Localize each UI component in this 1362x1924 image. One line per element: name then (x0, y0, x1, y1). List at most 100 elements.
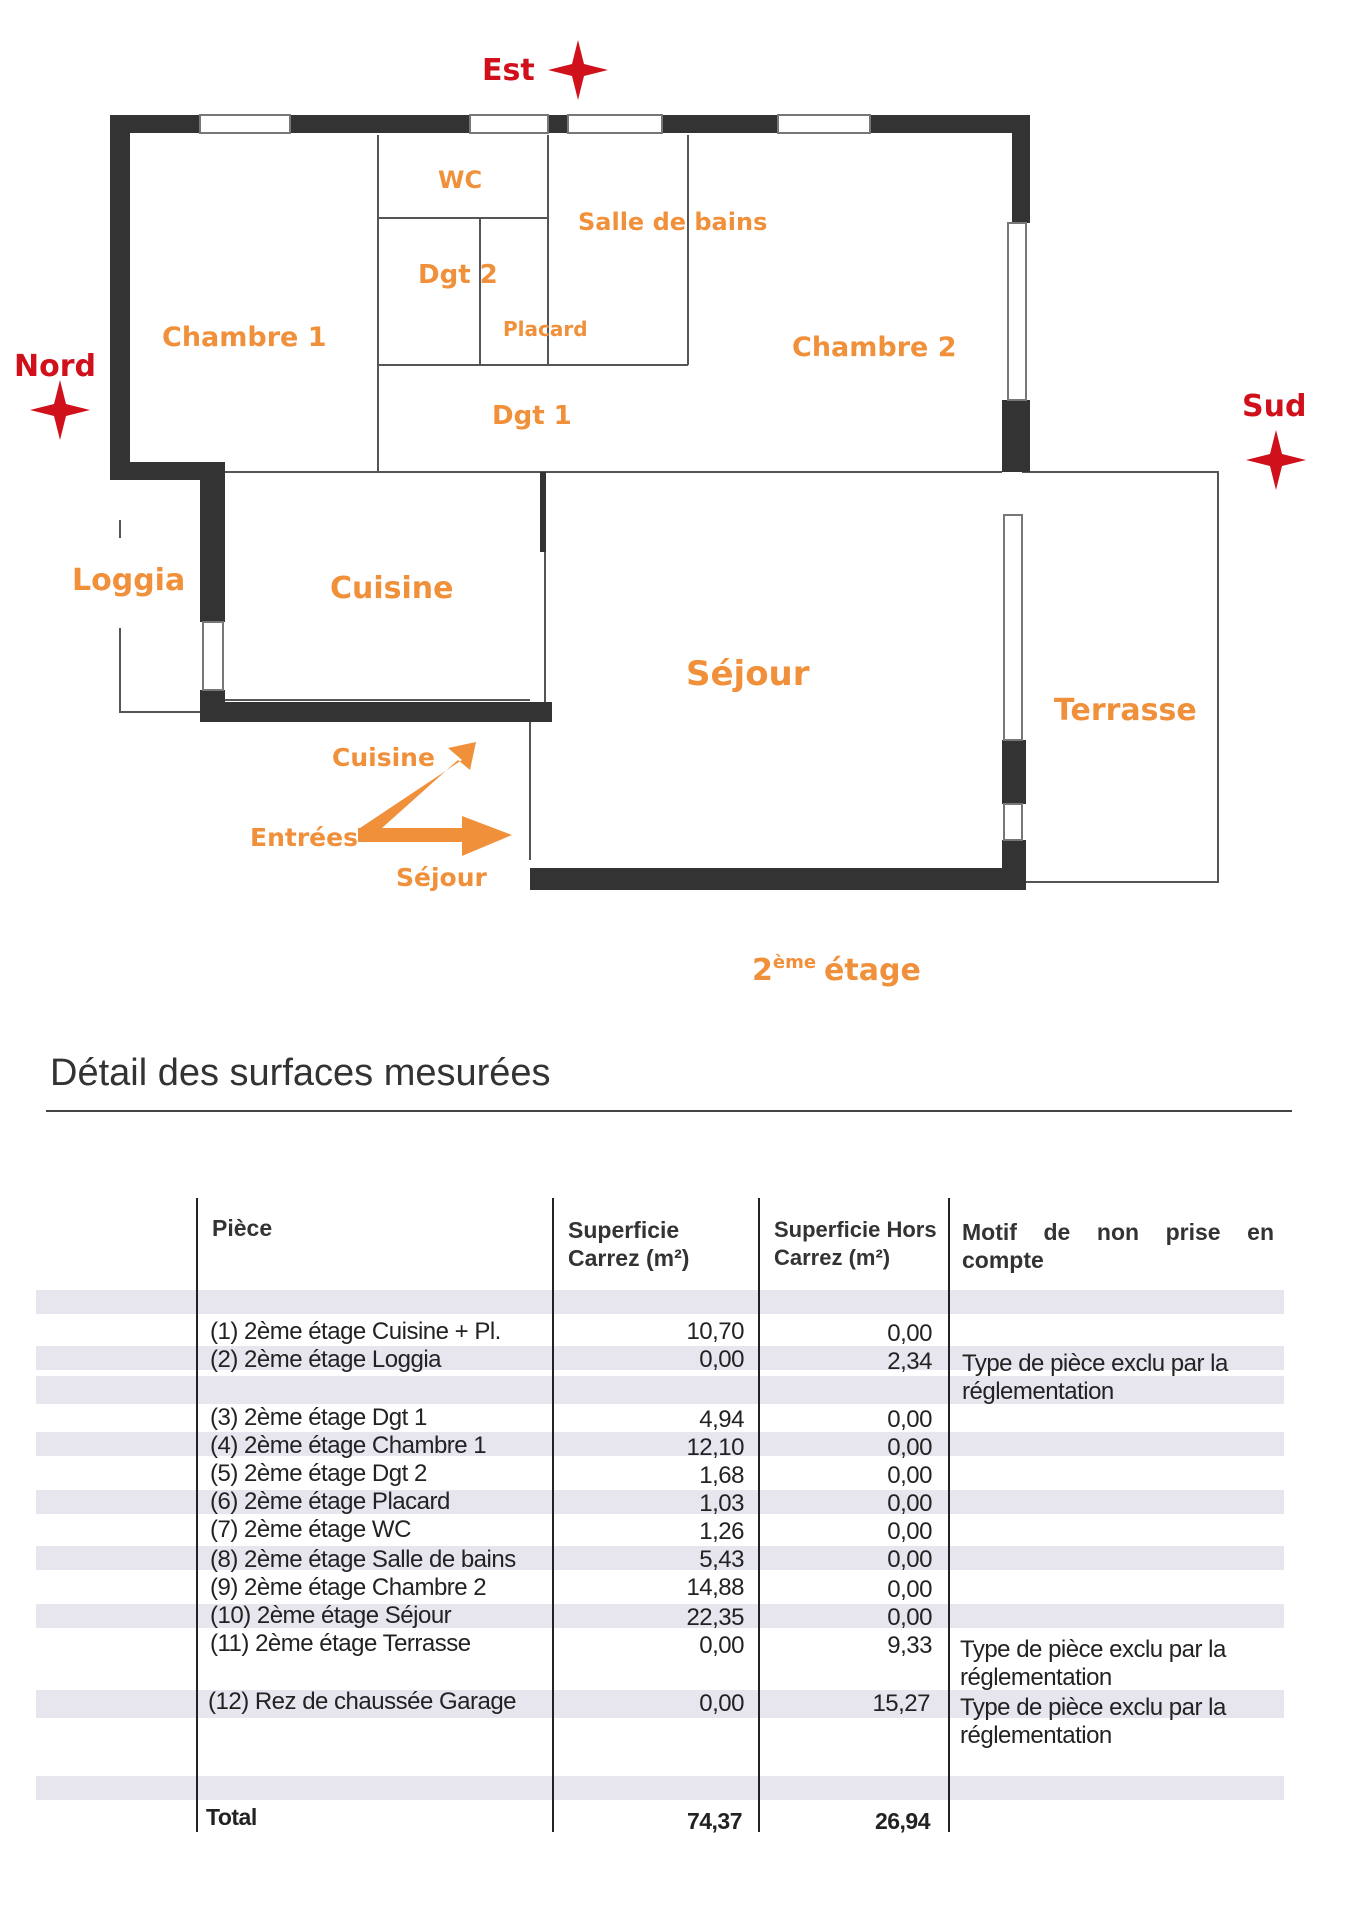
table-stripe (36, 1290, 1284, 1314)
room-salle-de-bains: Salle de bains (578, 208, 767, 236)
cell-hors: 0,00 (887, 1546, 932, 1573)
cell-hors: 0,00 (887, 1406, 932, 1433)
cell-hors: 0,00 (887, 1434, 932, 1461)
cell-carrez: 22,35 (686, 1604, 744, 1631)
room-loggia: Loggia (72, 563, 185, 598)
table-stripe (36, 1490, 1284, 1514)
cell-hors: 0,00 (887, 1462, 932, 1489)
header-piece: Pièce (212, 1215, 273, 1241)
floor-plan: Est Nord Sud WC Salle de bains Dgt 2 Pla… (14, 40, 1306, 988)
room-chambre2: Chambre 2 (792, 332, 957, 363)
compass-nord-icon (30, 380, 90, 440)
table-stripe (36, 1546, 1284, 1570)
cell-piece: (6) 2ème étage Placard (210, 1488, 450, 1515)
cell-carrez: 0,00 (699, 1346, 744, 1373)
entrance-cuisine-label: Cuisine (332, 743, 435, 772)
header-hors-carrez-line1: Superficie Hors (774, 1217, 937, 1242)
header-hors-carrez: Superficie Hors Carrez (m²) (774, 1216, 937, 1272)
section-title: Détail des surfaces mesurées (50, 1052, 551, 1094)
entrance-sejour-label: Séjour (396, 863, 488, 892)
cell-piece: (5) 2ème étage Dgt 2 (210, 1460, 427, 1487)
compass-sud-label: Sud (1242, 389, 1306, 424)
header-motif-line1: Motif de non prise en (962, 1219, 1274, 1245)
cell-motif-line1: Type de pièce exclu par la (960, 1636, 1226, 1663)
header-carrez: Superficie Carrez (m²) (568, 1216, 689, 1272)
cell-carrez: 12,10 (686, 1434, 744, 1461)
header-carrez-line1: Superficie (568, 1217, 680, 1243)
cell-motif-line1: Type de pièce exclu par la (962, 1350, 1228, 1377)
plan-thick-walls (110, 115, 1030, 890)
room-dgt1: Dgt 1 (492, 401, 572, 431)
cell-hors: 0,00 (887, 1518, 932, 1545)
table-column-line (948, 1198, 950, 1832)
cell-carrez: 1,26 (699, 1518, 744, 1545)
cell-carrez: 0,00 (699, 1632, 744, 1659)
table-stripe (36, 1690, 1284, 1718)
room-cuisine: Cuisine (330, 571, 454, 606)
total-carrez: 74,37 (686, 1808, 743, 1834)
cell-piece: (10) 2ème étage Séjour (210, 1602, 452, 1629)
cell-hors: 2,34 (887, 1348, 932, 1375)
cell-hors: 0,00 (887, 1490, 932, 1517)
table-stripe (36, 1604, 1284, 1628)
cell-piece: (9) 2ème étage Chambre 2 (210, 1574, 487, 1601)
room-placard: Placard (503, 317, 588, 341)
cell-piece: (1) 2ème étage Cuisine + Pl. (210, 1318, 501, 1345)
total-hors: 26,94 (874, 1808, 931, 1834)
cell-carrez: 4,94 (699, 1406, 744, 1433)
cell-carrez: 5,43 (699, 1546, 744, 1573)
entrance-entrees-label: Entrées (250, 823, 358, 852)
table-column-line (196, 1198, 198, 1832)
cell-piece: (8) 2ème étage Salle de bains (210, 1546, 516, 1573)
compass-stars (30, 40, 1306, 490)
cell-piece: (12) Rez de chaussée Garage (208, 1688, 517, 1715)
table-column-line (552, 1198, 554, 1832)
compass-sud-icon (1246, 430, 1306, 490)
cell-motif: Type de pièce exclu par la réglementatio… (960, 1694, 1226, 1750)
header-motif: Motif de non prise en compte (962, 1218, 1274, 1274)
cell-carrez: 1,03 (699, 1490, 744, 1517)
compass-est-label: Est (482, 53, 535, 88)
cell-piece: (3) 2ème étage Dgt 1 (210, 1404, 427, 1431)
total-label: Total (206, 1804, 257, 1830)
cell-carrez: 0,00 (699, 1690, 744, 1717)
cell-carrez: 10,70 (686, 1318, 744, 1345)
compass-nord-label: Nord (14, 349, 96, 384)
cell-piece: (7) 2ème étage WC (210, 1516, 411, 1543)
cell-piece: (4) 2ème étage Chambre 1 (210, 1432, 487, 1459)
room-terrasse: Terrasse (1054, 693, 1197, 728)
plan-thin-walls (119, 135, 1219, 883)
table-stripe (36, 1432, 1284, 1456)
cell-motif: Type de pièce exclu par la réglementatio… (960, 1636, 1226, 1692)
cell-motif: Type de pièce exclu par la réglementatio… (962, 1350, 1228, 1406)
entrance-arrow-icon (358, 742, 512, 856)
header-carrez-line2: Carrez (m²) (568, 1245, 690, 1271)
cell-hors: 0,00 (887, 1576, 932, 1603)
room-sejour: Séjour (686, 654, 810, 694)
table-stripe (36, 1776, 1284, 1800)
room-chambre1: Chambre 1 (162, 322, 327, 353)
table-column-line (758, 1198, 760, 1832)
header-hors-carrez-line2: Carrez (m²) (774, 1245, 891, 1270)
cell-hors: 0,00 (887, 1604, 932, 1631)
cell-hors: 9,33 (887, 1632, 932, 1659)
cell-hors: 0,00 (887, 1320, 932, 1347)
room-dgt2: Dgt 2 (418, 260, 498, 290)
cell-piece: (11) 2ème étage Terrasse (210, 1630, 471, 1657)
cell-piece: (2) 2ème étage Loggia (210, 1346, 442, 1373)
table-stripe (36, 1346, 1284, 1370)
header-motif-line2: compte (962, 1247, 1044, 1273)
compass-est-icon (548, 40, 608, 100)
cell-motif-line1: Type de pièce exclu par la (960, 1694, 1226, 1721)
cell-hors: 15,27 (872, 1690, 930, 1717)
title-rule (46, 1110, 1292, 1112)
cell-carrez: 1,68 (699, 1462, 744, 1489)
room-wc: WC (438, 166, 482, 194)
cell-motif-line2: réglementation (962, 1378, 1114, 1405)
cell-motif-line2: réglementation (960, 1664, 1112, 1691)
cell-carrez: 14,88 (686, 1574, 744, 1601)
plan-windows (199, 114, 1027, 841)
table-stripe (36, 1376, 1284, 1404)
cell-motif-line2: réglementation (960, 1722, 1112, 1749)
